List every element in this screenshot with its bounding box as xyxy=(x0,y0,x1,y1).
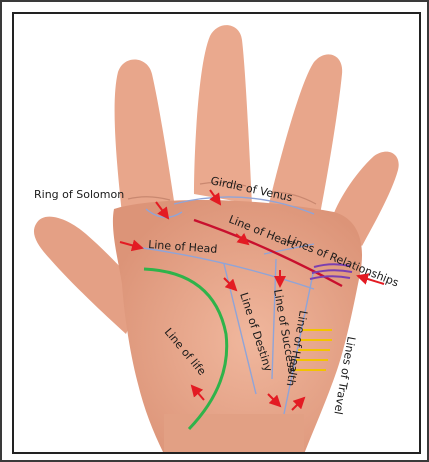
image-panel: Ring of Solomon Girdle of Venus Line of … xyxy=(12,12,421,454)
palmistry-diagram: Ring of Solomon Girdle of Venus Line of … xyxy=(14,14,421,454)
label-ring-of-solomon: Ring of Solomon xyxy=(34,188,124,201)
wrist xyxy=(164,414,304,454)
